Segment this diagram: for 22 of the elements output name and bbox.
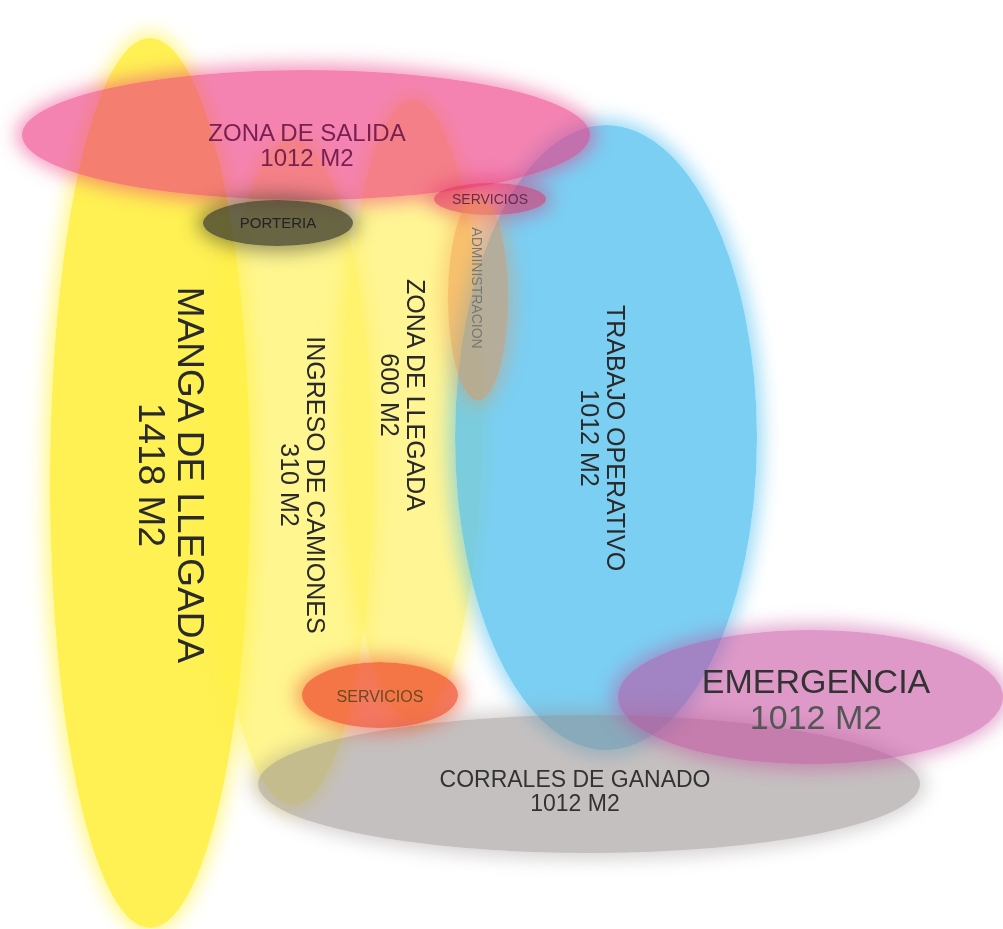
- zone-name: ZONA DE SALIDA: [208, 119, 406, 145]
- zone-area: 310 M2: [276, 443, 303, 527]
- zone-name: EMERGENCIA: [701, 664, 931, 700]
- zone-area: 1012 M2: [260, 145, 354, 171]
- zone-name: INGRESO DE CAMIONES: [303, 336, 330, 634]
- zone-ellipse: [434, 183, 546, 215]
- zone-name: TRABAJO OPERATIVO: [603, 304, 630, 572]
- zone-name: CORRALES DE GANADO: [439, 766, 711, 791]
- zone-name: SERVICIOS: [452, 191, 528, 207]
- zone-area: 1012 M2: [576, 389, 603, 487]
- zone-area: 1012 M2: [530, 791, 620, 816]
- zone-name: SERVICIOS: [336, 688, 424, 706]
- zone-ellipse: [618, 630, 1003, 764]
- zone-name: PORTERIA: [239, 215, 317, 231]
- zone-area: 1418 M2: [131, 403, 170, 547]
- zone-ellipse: [203, 200, 353, 246]
- zone-ellipse: [302, 662, 458, 728]
- zone-name: ADMINISTRACION: [469, 227, 485, 349]
- zone-name: MANGA DE LLEGADA: [170, 286, 209, 664]
- zone-area: 600 M2: [376, 353, 403, 437]
- zone-area: 1012 M2: [749, 700, 883, 736]
- zone-name: ZONA DE LLEGADA: [403, 279, 430, 511]
